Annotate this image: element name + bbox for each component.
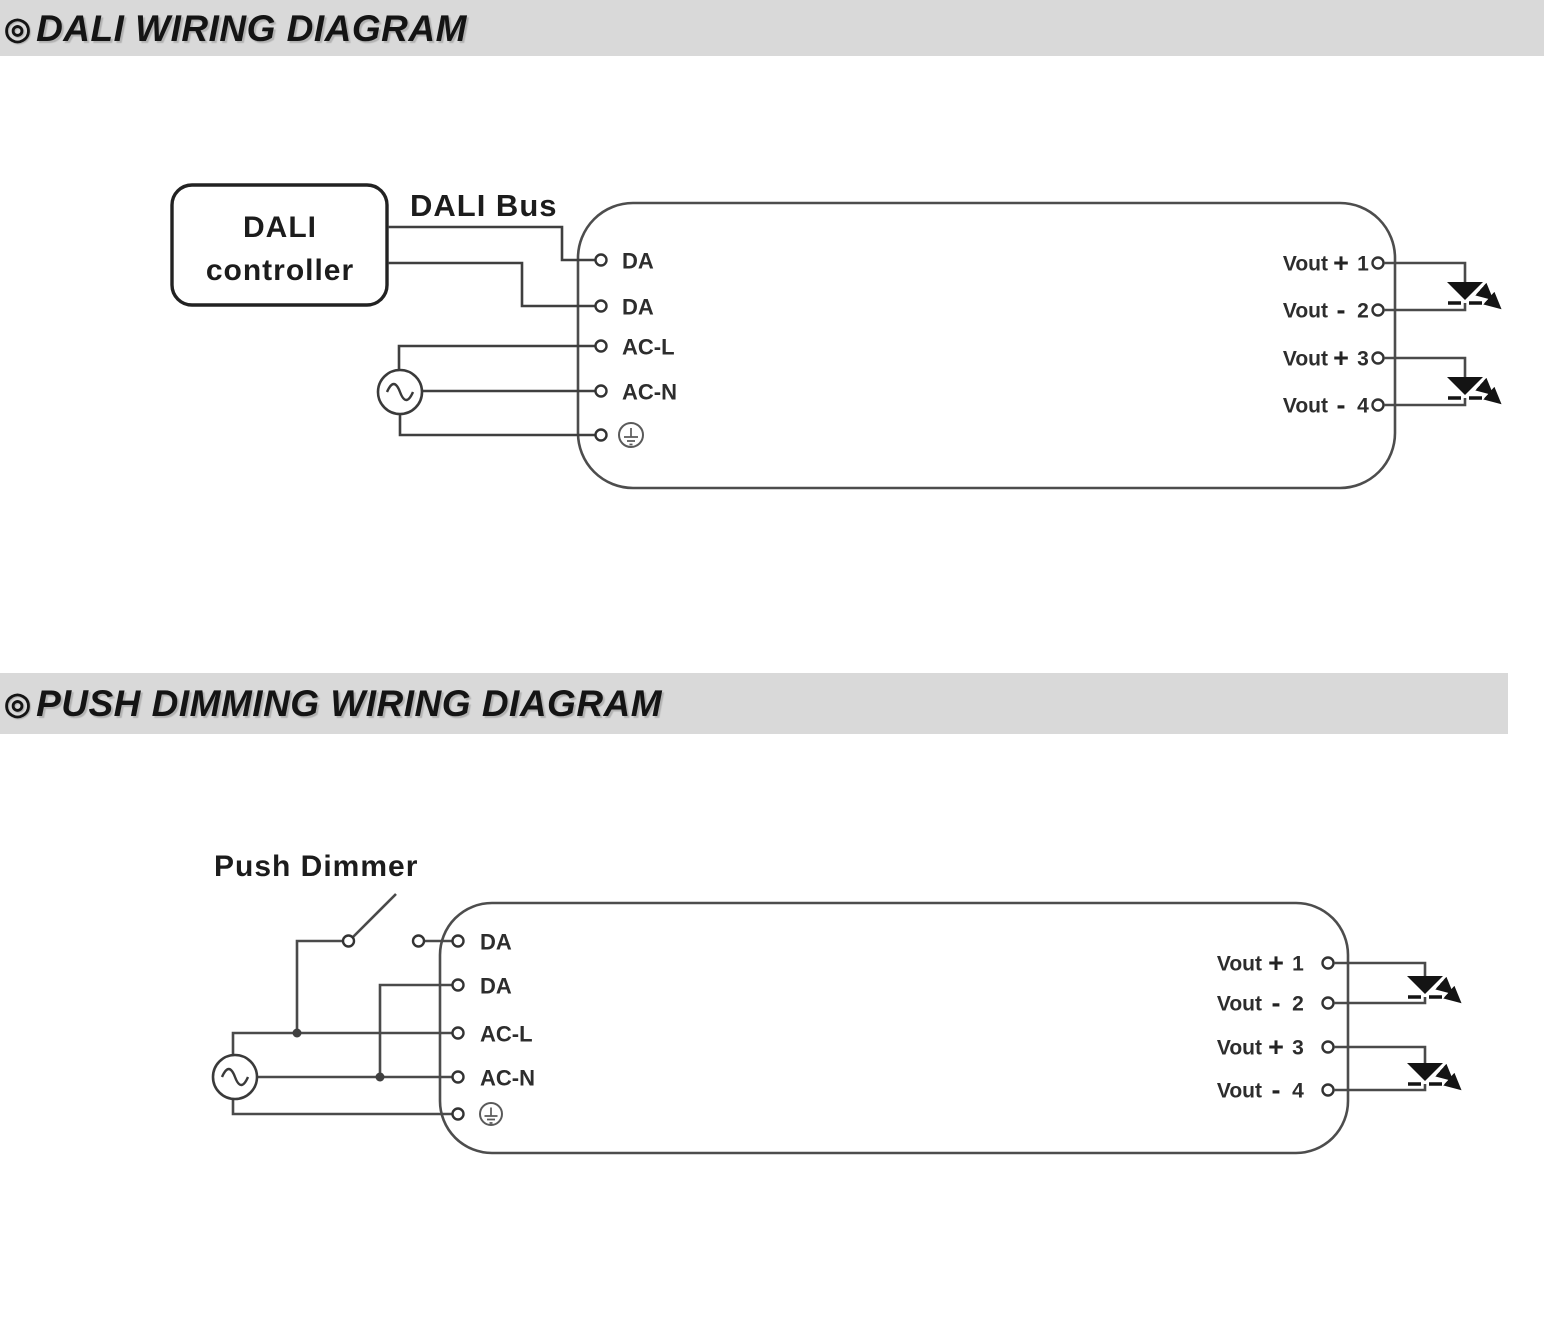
input-label-da1: DA	[622, 249, 654, 274]
section-header-dali: ◎ DALI WIRING DIAGRAM	[0, 0, 1544, 56]
terminal-vout2	[1371, 303, 1385, 317]
input-label-ac-l: AC-L	[480, 1022, 533, 1047]
output-terminals: Vout + 1 Vout - 2 Vout + 3 Vout - 4	[1283, 248, 1385, 420]
led-icon	[1334, 961, 1462, 1005]
terminal-vout1	[1371, 256, 1385, 270]
terminal-ground	[594, 428, 608, 442]
output-label-4: Vout	[1217, 1080, 1262, 1103]
terminal-ground	[451, 1107, 465, 1121]
ac-source-icon	[211, 1053, 259, 1101]
input-label-ac-n: AC-N	[480, 1066, 535, 1091]
dali-wiring-diagram: DALI controller DALI Bus DA DA AC-L AC-N	[170, 183, 1502, 490]
output-sign-2: -	[1272, 988, 1281, 1018]
led-driver-box	[576, 201, 1397, 490]
output-sign-3: +	[1333, 343, 1349, 373]
terminal-vout4	[1321, 1083, 1335, 1097]
junction-dot	[292, 1028, 302, 1038]
dali-bus-wires	[388, 225, 595, 308]
junction-dot	[375, 1072, 385, 1082]
output-label-2: Vout	[1217, 993, 1262, 1016]
terminal-vout2	[1321, 996, 1335, 1010]
terminal-vout3	[1371, 351, 1385, 365]
output-sign-2: -	[1337, 295, 1346, 325]
input-label-ac-n: AC-N	[622, 380, 677, 405]
earth-ground-icon	[618, 422, 644, 448]
terminal-da2	[594, 299, 608, 313]
input-label-da2: DA	[622, 295, 654, 320]
earth-ground-icon	[479, 1102, 503, 1126]
output-sign-4: -	[1337, 390, 1346, 420]
section-title-push-dimming: PUSH DIMMING WIRING DIAGRAM	[36, 683, 663, 724]
output-num-2: 2	[1357, 300, 1369, 323]
dali-bus-label: DALI Bus	[410, 188, 558, 223]
dali-controller-label-line1: DALI	[243, 211, 317, 244]
ac-source-icon	[376, 368, 424, 416]
bullseye-icon: ◎	[4, 10, 32, 46]
output-sign-1: +	[1268, 948, 1284, 978]
terminal-vout3	[1321, 1040, 1335, 1054]
output-sign-4: -	[1272, 1075, 1281, 1105]
terminal-da1	[451, 934, 465, 948]
output-num-1: 1	[1292, 953, 1304, 976]
push-dimmer-label: Push Dimmer	[214, 850, 418, 883]
output-terminals: Vout + 1 Vout - 2 Vout + 3 Vout - 4	[1217, 948, 1335, 1105]
push-dimming-wiring-diagram: Push Dimmer DA DA AC-L AC-N	[211, 850, 1462, 1155]
output-label-2: Vout	[1283, 300, 1328, 323]
switch-blade	[352, 893, 397, 938]
ac-source-wires	[397, 344, 595, 437]
dali-controller-label-line2: controller	[206, 254, 354, 287]
output-label-3: Vout	[1283, 348, 1328, 371]
led-icon	[1384, 261, 1502, 312]
input-terminals: DA DA AC-L AC-N	[594, 249, 677, 448]
output-num-4: 4	[1292, 1080, 1304, 1103]
output-label-4: Vout	[1283, 395, 1328, 418]
terminal-da2	[451, 978, 465, 992]
section-header-push-dimming: ◎ PUSH DIMMING WIRING DIAGRAM	[0, 673, 1508, 734]
output-label-1: Vout	[1217, 953, 1262, 976]
output-num-2: 2	[1292, 993, 1304, 1016]
output-num-3: 3	[1292, 1037, 1304, 1060]
output-num-1: 1	[1357, 253, 1369, 276]
input-label-da1: DA	[480, 930, 512, 955]
led-icon	[1384, 356, 1502, 407]
dali-controller-box: DALI controller	[170, 183, 389, 307]
input-terminals: DA DA AC-L AC-N	[451, 930, 535, 1126]
input-label-ac-l: AC-L	[622, 335, 675, 360]
led-driver-box	[438, 901, 1350, 1155]
terminal-da1	[594, 253, 608, 267]
terminal-vout4	[1371, 398, 1385, 412]
output-sign-3: +	[1268, 1032, 1284, 1062]
push-dimmer-wires	[231, 893, 452, 1116]
output-label-3: Vout	[1217, 1037, 1262, 1060]
push-switch-icon	[341, 934, 426, 948]
section-title-dali: DALI WIRING DIAGRAM	[36, 7, 467, 49]
terminal-ac-n	[594, 384, 608, 398]
output-num-4: 4	[1357, 395, 1369, 418]
input-label-da2: DA	[480, 974, 512, 999]
output-sign-1: +	[1333, 248, 1349, 278]
terminal-ac-n	[451, 1070, 465, 1084]
terminal-ac-l	[451, 1026, 465, 1040]
output-label-1: Vout	[1283, 253, 1328, 276]
output-num-3: 3	[1357, 348, 1369, 371]
led-icon	[1334, 1045, 1462, 1092]
terminal-vout1	[1321, 956, 1335, 970]
bullseye-icon: ◎	[4, 686, 32, 721]
terminal-ac-l	[594, 339, 608, 353]
